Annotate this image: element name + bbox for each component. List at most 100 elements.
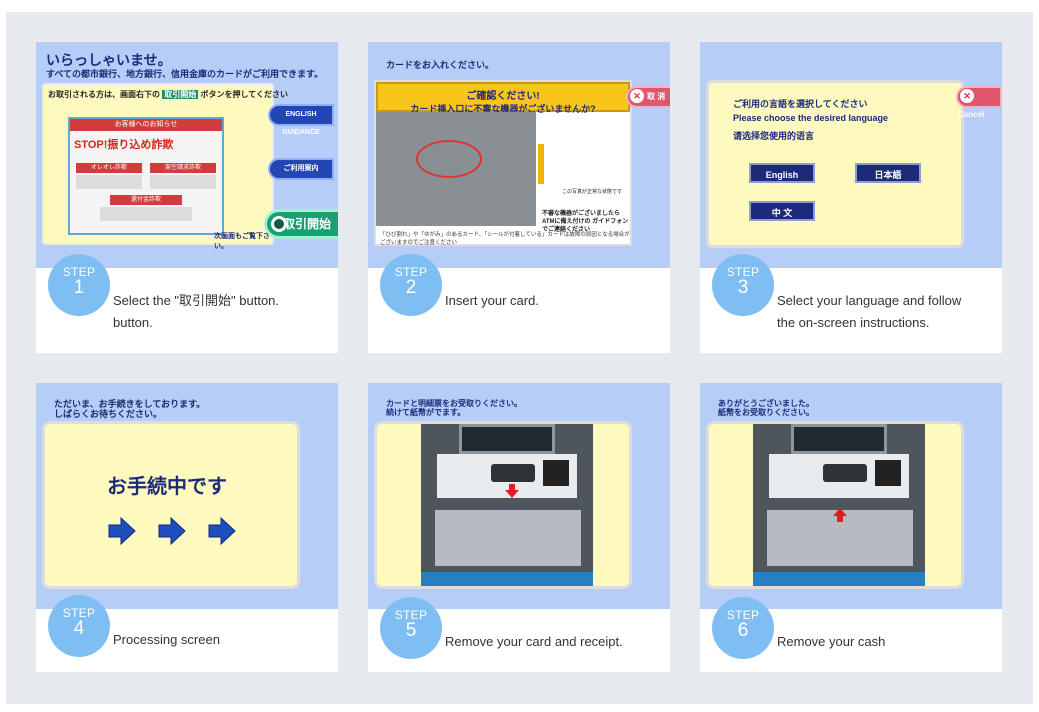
fraud-type-3: 還付金詐欺 [110,195,182,205]
remove-card-message: カードと明細票をお受取りください。 続けて紙幣がでます。 [386,399,522,417]
fraud-text-1 [76,175,142,189]
cancel-label: 取 消 [647,92,666,101]
step-number: 4 [73,618,85,639]
language-prompt-en: Please choose the desired language [733,113,889,123]
next-screen-link: 次画面もご覧下さい。 [214,233,270,250]
step-badge-3: STEP 3 [712,254,774,316]
english-guidance-button[interactable]: ENGLISH GUIDANCE [268,104,334,136]
thanks-line-2: 紙幣をお受取りください。 [718,408,814,417]
caption-line-2: button. [113,315,153,330]
step-label: STEP [394,608,428,622]
step-2-screenshot: カードをお入れください。 ご確認ください! カード挿入口に不審な機器がございませ… [368,42,670,268]
caption-line-1: Remove your cash [777,634,886,649]
step-label: STEP [394,265,428,279]
fraud-text-2 [150,175,216,189]
step-card-1: いらっしゃいませ。 すべての都市銀行、地方銀行、信用金庫のカードがご利用できます… [36,42,338,353]
welcome-title: いらっしゃいませ。 [46,52,172,68]
english-button[interactable]: English [749,163,815,183]
start-label: 取引開始 [283,217,332,231]
step-label: STEP [62,606,96,620]
cash-tray [435,510,581,566]
processing-line-2: しばらくお待ちください。 [54,409,163,419]
step-5-screenshot: カードと明細票をお受取りください。 続けて紙幣がでます。 [368,383,670,609]
language-prompt-jp: ご利用の言語を選択してください [733,99,868,109]
step-badge-1: STEP 1 [48,254,110,316]
card-slot [823,464,867,482]
arrow-up-icon [833,508,847,522]
atm-main-panel: お取引される方は、画面右下の 取引開始 ボタンを押してください お客様へのお知ら… [42,83,288,250]
suspicious-device-note: 不審な機器がございましたら ATMに備え付けの ガイドフォンでご連絡ください [542,211,629,233]
processing-title: お手続中です [107,476,227,498]
processing-message: ただいま、お手続きをしております。 しばらくお待ちください。 [54,399,205,419]
cancel-button[interactable]: ✕取 消 [626,86,670,108]
step-card-4: ただいま、お手続きをしております。 しばらくお待ちください。 お手続中です ST… [36,383,338,672]
arrow-right-icon [108,516,136,546]
chinese-button[interactable]: 中 文 [749,201,815,221]
cancel-button[interactable]: ✕ Cancel [956,86,1002,119]
caption-line-1: Select your language and follow [777,293,962,308]
pointer-arrow-icon [538,144,544,184]
thank-you-message: ありがとうございました。 紙幣をお受取りください。 [718,399,814,417]
caption-line-1: Insert your card. [445,293,539,308]
atm-illustration [706,421,964,589]
step-label: STEP [62,265,96,279]
usage-guide-button[interactable]: ご利用案内 [268,158,334,180]
step-number: 2 [405,277,417,298]
card-slot-photo [376,112,536,226]
card-slot [491,464,535,482]
fraud-text-3 [100,207,192,221]
caption-line-1: Processing screen [113,632,220,647]
keypad-icon [543,460,569,486]
step-badge-2: STEP 2 [380,254,442,316]
language-prompt-zh: 请选择您使用的语言 [733,131,815,141]
atm-base [421,572,593,586]
step-4-screenshot: ただいま、お手続きをしております。 しばらくお待ちください。 お手続中です [36,383,338,609]
step-2-caption: Insert your card. [445,290,663,312]
start-instruction: お取引される方は、画面右下の 取引開始 ボタンを押してください [48,89,288,100]
atm-base [753,572,925,586]
close-icon: ✕ [960,89,974,103]
fraud-type-1: オレオレ詐欺 [76,163,142,173]
insert-card-prompt: カードをお入れください。 [386,60,495,70]
stop-fraud-banner: STOP!振り込め詐欺 [74,139,174,151]
atm-display [459,424,555,454]
step-card-5: カードと明細票をお受取りください。 続けて紙幣がでます。 STEP 5 Remo… [368,383,670,672]
atm-illustration [374,421,632,589]
thanks-line-1: ありがとうございました。 [718,399,814,408]
card-care-note: 「ひび割れ」や「ゆがみ」のあるカード、「シールが付着している」カードは故障の原因… [380,232,630,246]
instruction-text-end: ボタンを押してください [200,90,288,99]
card-slot-highlight [416,140,482,178]
step-number: 5 [405,620,417,641]
step-6-caption: Remove your cash [777,631,995,653]
confirm-title: ご確認ください! [466,91,540,102]
japanese-button[interactable]: 日本語 [855,163,921,183]
instruction-text: お取引される方は、画面右下の [48,90,160,99]
remove-line-1: カードと明細票をお受取りください。 [386,399,522,408]
step-number: 3 [737,277,749,298]
step-3-screenshot: ご利用の言語を選択してください Please choose the desire… [700,42,1002,268]
step-3-caption: Select your language and follow the on-s… [777,290,995,334]
step-badge-5: STEP 5 [380,597,442,659]
cancel-label: Cancel [958,110,985,119]
keypad-icon [875,460,901,486]
step-1-caption: Select the "取引開始" button. button. [113,290,331,334]
step-card-3: ご利用の言語を選択してください Please choose the desire… [700,42,1002,353]
confirm-banner: ご確認ください! カード挿入口に不審な機器がございませんか? [376,82,630,114]
steps-container: いらっしゃいませ。 すべての都市銀行、地方銀行、信用金庫のカードがご利用できます… [6,12,1033,704]
step-card-6: ありがとうございました。 紙幣をお受取りください。 STEP 6 Remove … [700,383,1002,672]
step-5-caption: Remove your card and receipt. [445,631,663,653]
notice-title: お客様へのお知らせ [70,119,222,131]
arrow-right-icon [158,516,186,546]
remove-line-2: 続けて紙幣がでます。 [386,408,466,417]
start-transaction-button[interactable]: 取引開始 [264,209,338,239]
caption-line-1: Remove your card and receipt. [445,634,623,649]
step-6-screenshot: ありがとうございました。 紙幣をお受取りください。 [700,383,1002,609]
step-card-2: カードをお入れください。 ご確認ください! カード挿入口に不審な機器がございませ… [368,42,670,353]
step-4-caption: Processing screen [113,629,331,651]
atm-display [791,424,887,454]
arrow-down-icon [505,484,519,498]
caption-line-1: Select the "取引開始" button. [113,293,280,308]
step-1-screenshot: いらっしゃいませ。 すべての都市銀行、地方銀行、信用金庫のカードがご利用できます… [36,42,338,268]
processing-line-1: ただいま、お手続きをしております。 [54,399,206,409]
step-badge-4: STEP 4 [48,595,110,657]
